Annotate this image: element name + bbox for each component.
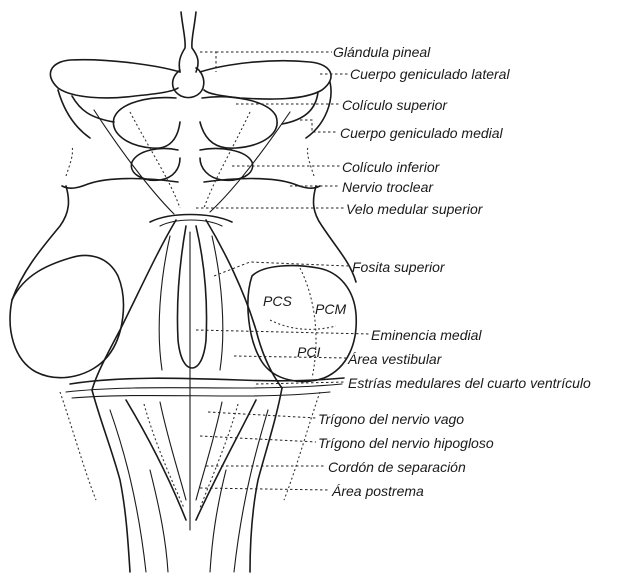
label-cuerpo-geniculado-lateral: Cuerpo geniculado lateral (350, 67, 510, 81)
calamus-scriptorius (126, 400, 256, 520)
label-coliculo-superior: Colículo superior (342, 98, 447, 112)
label-pcs: PCS (263, 294, 292, 308)
label-coliculo-inferior: Colículo inferior (342, 160, 439, 174)
label-cordon-separacion: Cordón de separación (328, 460, 466, 474)
label-fosita-superior: Fosita superior (352, 260, 445, 274)
label-area-vestibular: Área vestibular (348, 352, 441, 366)
leader-estrias (256, 382, 346, 384)
left-lateral-outline (12, 186, 68, 300)
fourth-ventricle-outline (92, 220, 282, 390)
label-velo-medular-superior: Velo medular superior (346, 202, 482, 216)
label-glandula-pineal: Glándula pineal (333, 45, 430, 59)
label-trigono-hipogloso: Trígono del nervio hipogloso (318, 436, 494, 450)
left-cerebellar-peduncle (10, 255, 123, 377)
right-inferior-colliculus (200, 149, 253, 181)
superior-medullary-velum (150, 215, 232, 223)
label-pcm: PCM (315, 302, 346, 316)
leader-area-vestibular (234, 356, 346, 358)
label-nervio-troclear: Nervio troclear (342, 180, 433, 194)
right-trochlear-nerve (204, 179, 320, 189)
right-cerebellar-peduncle (248, 266, 356, 382)
label-pci: PCI (297, 345, 320, 359)
left-inferior-colliculus (131, 149, 180, 181)
right-geniculate-outline (200, 61, 331, 99)
leader-trigono-hipogloso (200, 436, 316, 442)
left-geniculate-outline (50, 60, 180, 98)
medial-eminence (177, 226, 206, 368)
label-estrias-medulares: Estrías medulares del cuarto ventrículo (348, 376, 591, 390)
label-eminencia-medial: Eminencia medial (371, 328, 482, 342)
right-superior-colliculus (200, 97, 277, 148)
leader-area-postrema (200, 488, 330, 490)
label-area-postrema: Área postrema (332, 484, 424, 498)
label-cuerpo-geniculado-medial: Cuerpo geniculado medial (340, 126, 503, 140)
label-trigono-vago: Trígono del nervio vago (318, 412, 464, 426)
right-medial-geniculate (282, 82, 331, 138)
pineal-stalk (179, 12, 198, 72)
left-trochlear-nerve (62, 179, 178, 189)
leader-trigono-vago (208, 412, 316, 418)
pineal-gland-outline (173, 68, 204, 98)
medulla-left-outline (92, 390, 130, 572)
leader-eminencia-medial (196, 330, 370, 334)
left-superior-colliculus (113, 98, 180, 149)
